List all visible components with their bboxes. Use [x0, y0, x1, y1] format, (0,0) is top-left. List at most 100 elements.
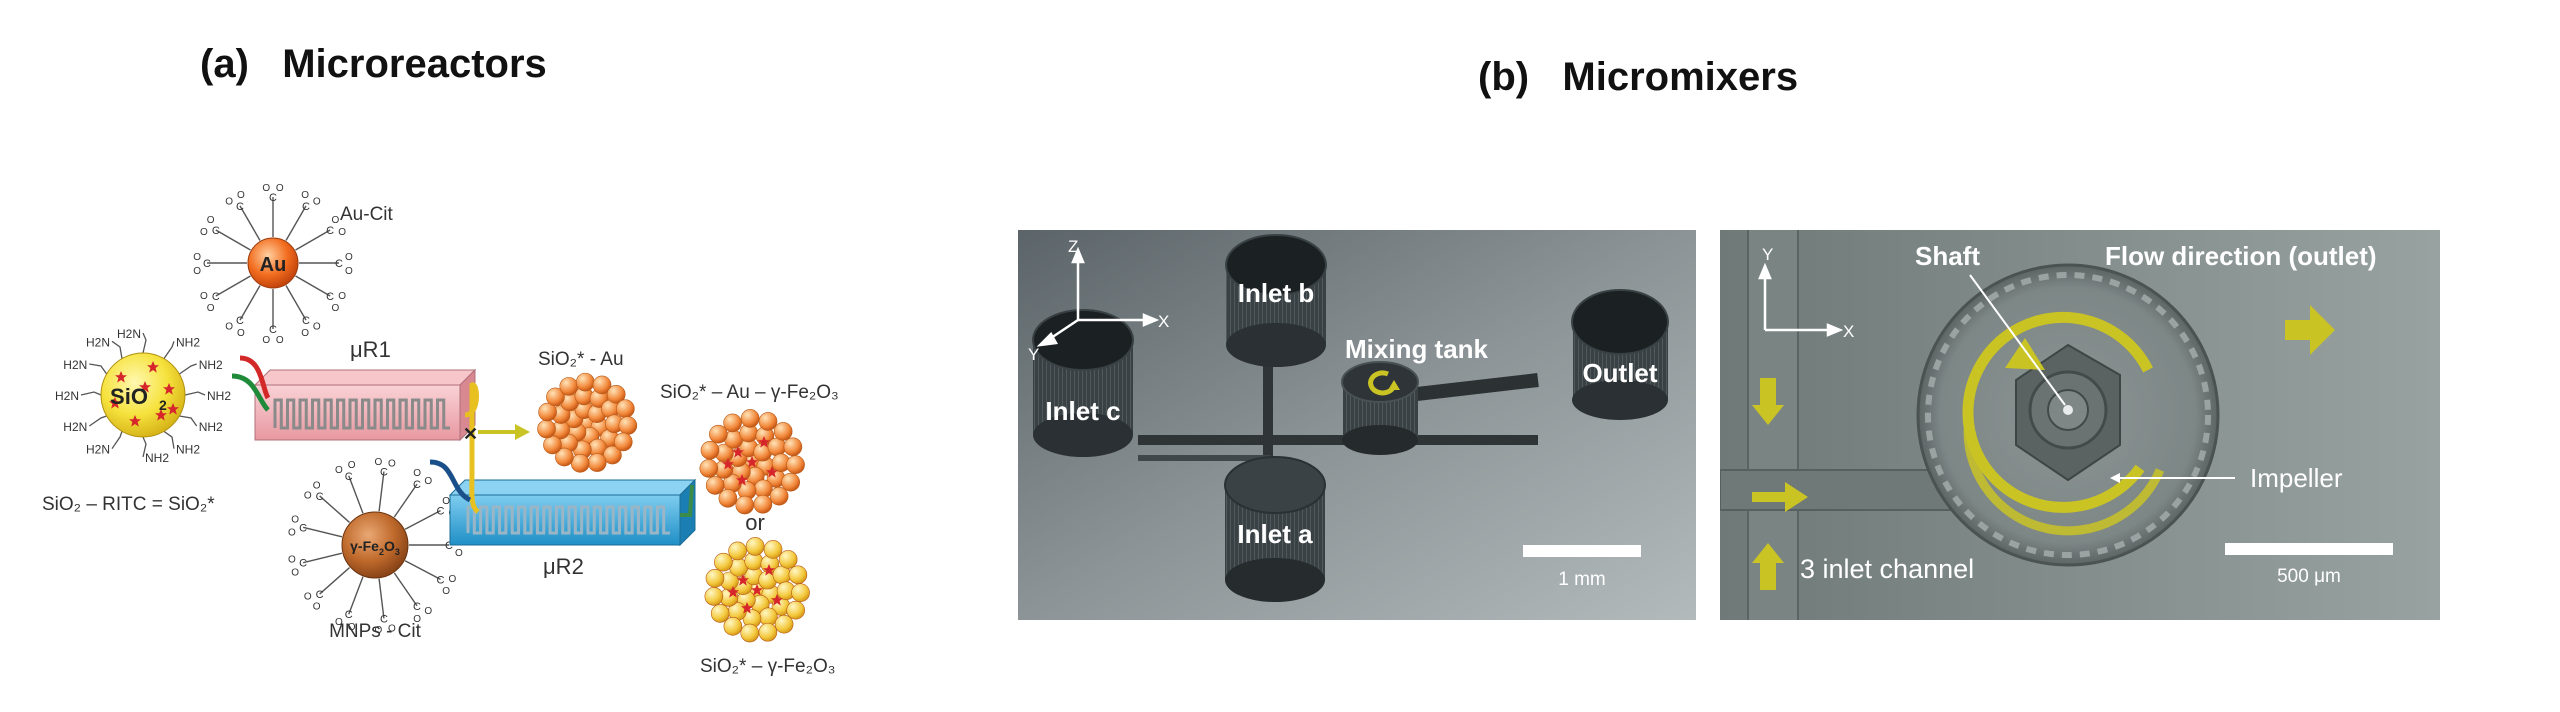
svg-text:C: C: [236, 201, 244, 213]
svg-text:O: O: [331, 303, 339, 314]
svg-text:O: O: [304, 490, 312, 501]
svg-text:O: O: [345, 266, 353, 277]
svg-text:C: C: [345, 609, 353, 621]
scale-label: 500 μm: [2277, 566, 2341, 587]
rotation-arrow-icon: [2005, 338, 2045, 370]
scale-bar: [1523, 545, 1641, 557]
svg-text:O: O: [335, 465, 343, 476]
svg-text:H2N: H2N: [55, 389, 79, 403]
svg-text:SiO: SiO: [110, 384, 148, 409]
svg-text:O: O: [348, 622, 356, 633]
microreactor-schematic: C O O COOCOOCOOCOOCOOCOOCOOCOOCOOCOOCOOC…: [42, 183, 839, 677]
svg-text:O: O: [304, 592, 312, 603]
svg-text:O: O: [225, 321, 233, 332]
mixing-tank-label: Mixing tank: [1345, 334, 1489, 364]
axis-x-label: X: [1158, 312, 1169, 331]
svg-text:NH2: NH2: [199, 420, 223, 434]
product2-label: SiO₂* – Au – γ-Fe₂O₃: [660, 382, 839, 403]
svg-text:O: O: [288, 527, 296, 538]
svg-text:C: C: [345, 471, 353, 483]
svg-text:O: O: [335, 617, 343, 628]
inlet-up-arrow-icon: [1752, 543, 1784, 590]
svg-text:C: C: [302, 201, 310, 213]
svg-text:C: C: [316, 491, 324, 503]
flow-direction-arrow-icon: [2285, 305, 2335, 355]
svg-text:O: O: [424, 606, 432, 617]
svg-text:NH2: NH2: [176, 335, 200, 349]
impeller: [2015, 343, 2121, 482]
microreactor-1: μR1: [253, 337, 477, 442]
au-core-label: Au: [260, 254, 287, 276]
svg-text:C: C: [380, 467, 388, 479]
svg-text:O: O: [374, 625, 382, 636]
au-cit-label: Au-Cit: [340, 204, 394, 225]
scale-bar: [2225, 543, 2393, 555]
svg-text:O: O: [313, 602, 321, 613]
inlet-b-well: [1225, 234, 1327, 367]
product1-label: SiO₂* - Au: [538, 349, 624, 370]
svg-text:O: O: [225, 197, 233, 208]
svg-text:C: C: [413, 479, 421, 491]
svg-text:C: C: [269, 324, 277, 336]
flow-direction-label: Flow direction (outlet): [2105, 241, 2377, 271]
svg-text:C: C: [437, 506, 445, 518]
svg-text:O: O: [262, 335, 270, 346]
panel-a-title: (a) Microreactors: [200, 42, 547, 87]
mnps-cit-label: MNPs - Cit: [329, 621, 422, 642]
product-sio2-au: SiO₂* - Au: [537, 349, 638, 473]
inlet-right-arrow-icon: [1752, 482, 1808, 512]
micromixer-3d-image: Z X Y Inlet b Inlet c Inlet a Mixing tan…: [1018, 230, 1696, 620]
svg-text:NH2: NH2: [207, 389, 231, 403]
svg-text:NH2: NH2: [145, 451, 169, 465]
micromixer-impeller-image: Y X Shaft Flow direction (outlet) Impell…: [1720, 230, 2440, 620]
svg-text:O: O: [207, 303, 215, 314]
svg-text:O: O: [388, 623, 396, 634]
microreactor-2: μR2: [448, 478, 697, 579]
scale-label: 1 mm: [1558, 569, 1606, 590]
panel-a-label: (a): [200, 42, 249, 86]
junction-cross-icon: ✕: [463, 424, 478, 444]
svg-text:C: C: [380, 613, 388, 625]
panel-b-title: (b) Micromixers: [1478, 55, 1798, 100]
svg-text:O: O: [374, 457, 382, 468]
svg-text:O: O: [345, 252, 353, 263]
outlet-well: [1571, 289, 1669, 420]
svg-text:C: C: [445, 540, 453, 552]
svg-text:NH2: NH2: [199, 358, 223, 372]
svg-text:H2N: H2N: [86, 443, 110, 457]
svg-text:H2N: H2N: [63, 358, 87, 372]
xyz-axis-icon: [1036, 246, 1160, 347]
product3-label: SiO₂* – γ-Fe₂O₃: [700, 656, 835, 677]
svg-text:C: C: [299, 522, 307, 534]
inlet-channel-label: 3 inlet channel: [1800, 554, 1974, 584]
sio2-core-label: SiO: [110, 384, 148, 409]
svg-text:O: O: [413, 614, 421, 625]
svg-text:C: C: [236, 315, 244, 327]
svg-text:C: C: [326, 225, 334, 237]
svg-text:C: C: [413, 601, 421, 613]
svg-text:O: O: [338, 291, 346, 302]
svg-text:O: O: [200, 227, 208, 238]
svg-text:O: O: [291, 568, 299, 579]
svg-text:O: O: [442, 496, 450, 507]
inlet-down-arrow-icon: [1752, 378, 1784, 425]
svg-text:O: O: [449, 574, 457, 585]
svg-text:O: O: [313, 480, 321, 491]
svg-text:C: C: [203, 258, 211, 270]
axis-z-label: Z: [1068, 237, 1078, 256]
xy-axis-icon: [1758, 262, 1844, 337]
svg-text:O: O: [338, 227, 346, 238]
panel-b-heading: Micromixers: [1562, 55, 1799, 99]
inlet-c-well: [1032, 309, 1134, 457]
product-sio2-fe: SiO₂* – γ-Fe₂O₃: [700, 537, 835, 677]
mnps-cit-nanoparticle: COOCOOCOOCOOCOOCOOCOOCOOCOOCOOCOOCOOCOO …: [288, 457, 463, 642]
svg-text:O: O: [301, 328, 309, 339]
shaft-label: Shaft: [1915, 241, 1980, 271]
svg-text:O: O: [276, 335, 284, 346]
sio2-ritc-label: SiO₂ – RITC = SiO₂*: [42, 494, 215, 515]
axis-x-label: X: [1843, 322, 1854, 341]
inlet-a-well: [1224, 456, 1326, 602]
svg-text:C: C: [335, 258, 343, 270]
mixing-tank: [1341, 361, 1419, 455]
ur2-label: μR2: [543, 554, 584, 579]
